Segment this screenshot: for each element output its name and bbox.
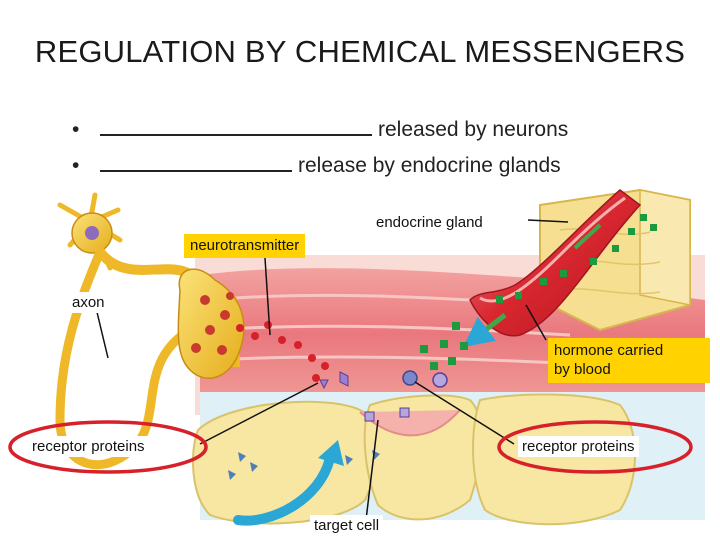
label-hormone-line2: by blood — [554, 361, 611, 378]
receptor-highlight-right — [497, 420, 693, 474]
bullet-marker: • — [72, 118, 80, 141]
bullet-text: released by neurons — [378, 118, 569, 141]
bullet-marker: • — [72, 154, 80, 177]
label-axon: axon — [68, 292, 109, 313]
signal-arrow-icon — [233, 453, 335, 526]
bullet-neurotransmitters: • released by neurons — [72, 116, 568, 142]
signal-arrow-head-icon — [318, 440, 344, 466]
receptor-highlight-left — [8, 420, 208, 474]
neurotransmitter-molecules — [236, 321, 329, 382]
label-leader-lines — [95, 219, 569, 521]
neuron — [55, 192, 245, 470]
hormone-molecules — [420, 214, 657, 370]
label-hormone-carried: hormone carried by blood — [548, 338, 710, 383]
label-target-cell: target cell — [310, 515, 384, 536]
label-neurotransmitter: neurotransmitter — [184, 234, 306, 258]
bullet-text: release by endocrine glands — [298, 154, 561, 177]
label-receptor-proteins-right: receptor proteins — [518, 436, 639, 457]
answer-blank — [100, 116, 372, 136]
slide-title: REGULATION BY CHEMICAL MESSENGERS — [34, 34, 686, 69]
label-receptor-proteins-left: receptor proteins — [28, 436, 149, 457]
label-endocrine-gland: endocrine gland — [372, 212, 487, 233]
target-cells — [192, 393, 636, 526]
label-hormone-line1: hormone carried — [554, 342, 664, 359]
answer-blank — [100, 152, 292, 172]
receptor-molecules — [319, 370, 448, 422]
bullet-hormones: • release by endocrine glands — [72, 152, 561, 178]
